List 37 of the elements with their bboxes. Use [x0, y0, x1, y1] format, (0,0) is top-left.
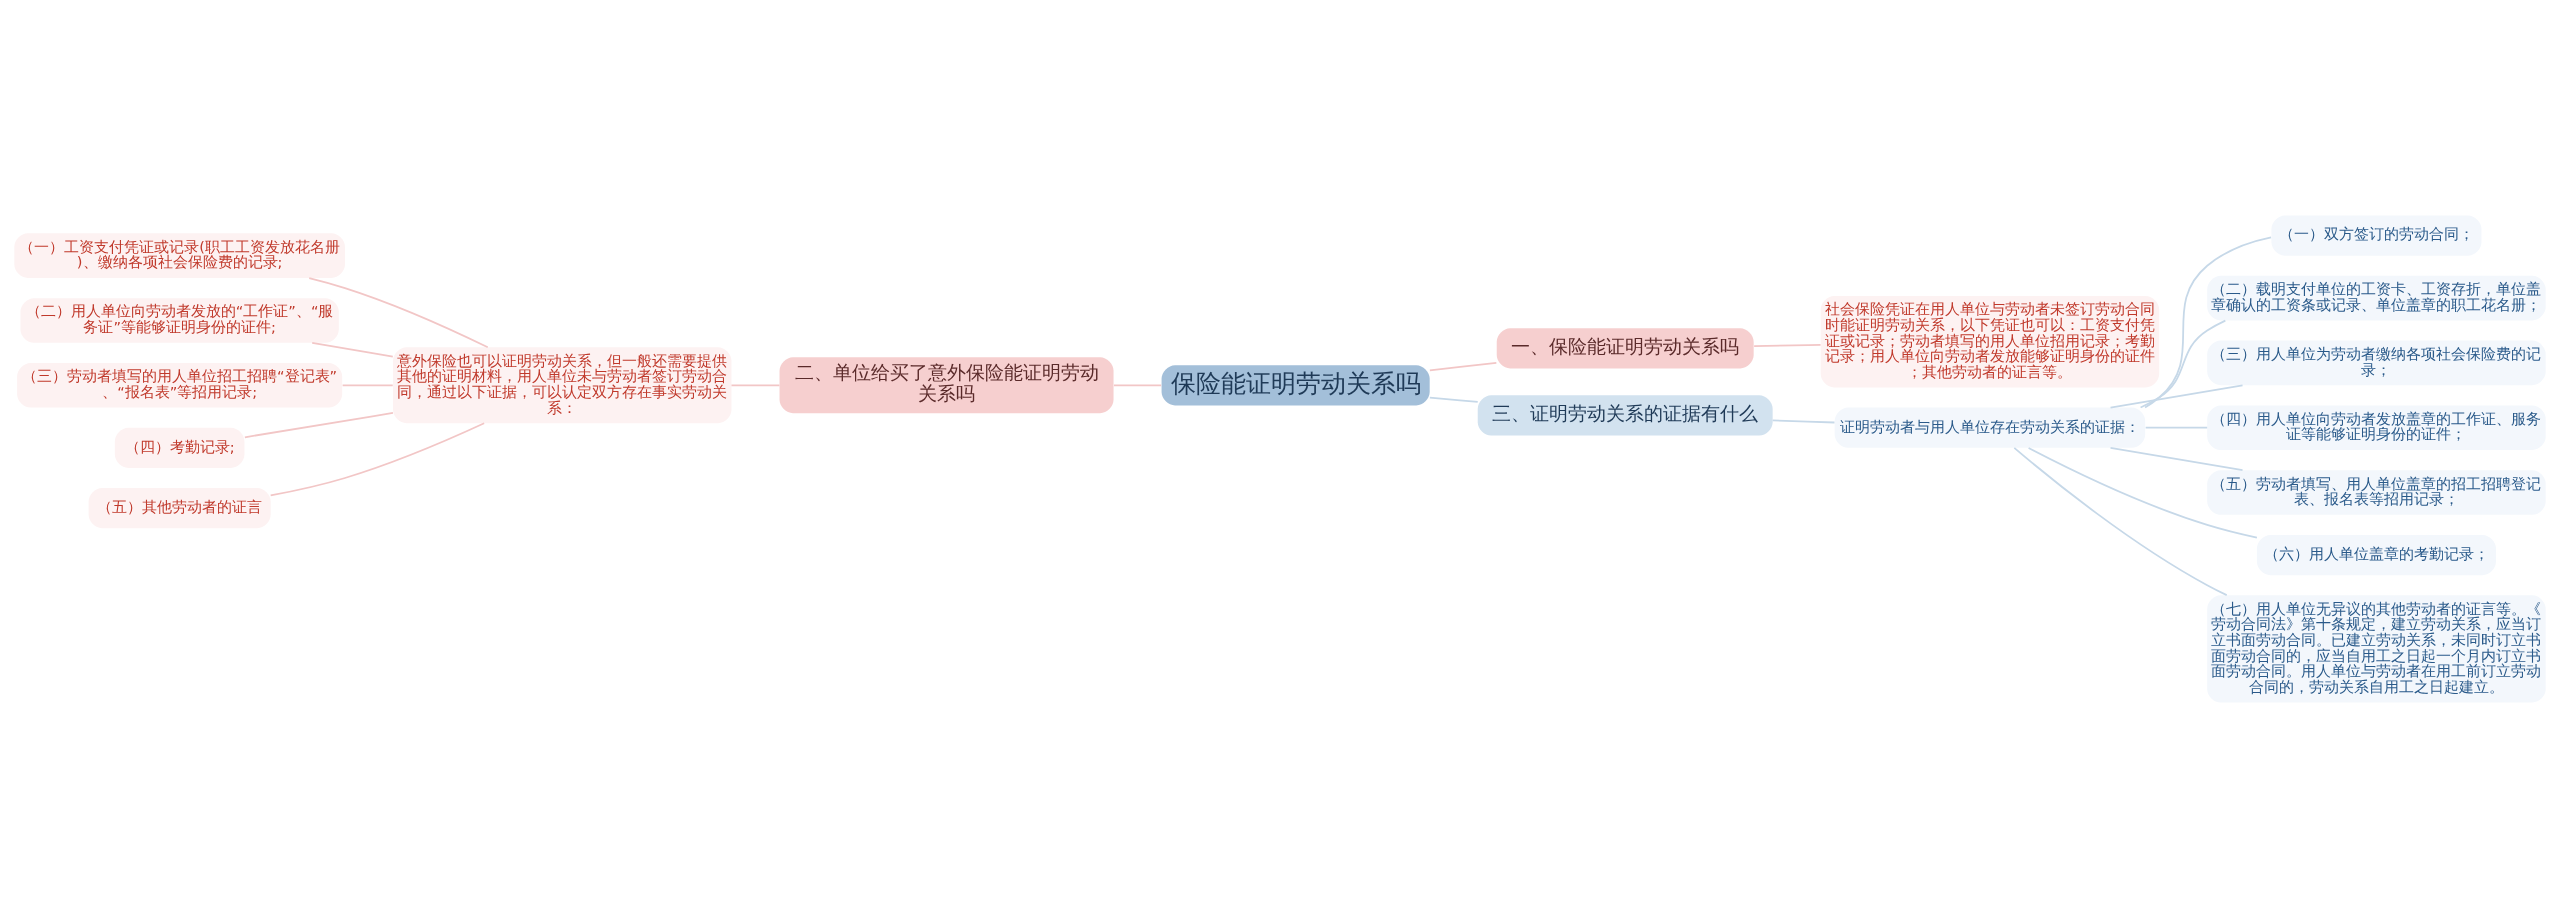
- node-box: 证明劳动者与用人单位存在劳动关系的证据：: [1834, 407, 2146, 448]
- node-box: （三）用人单位为劳动者缴纳各项社会保险费的记录；: [2207, 340, 2546, 385]
- node-box: （三）劳动者填写的用人单位招工招聘“登记表”、“报名表”等招用记录;: [17, 362, 343, 408]
- connector: [2109, 383, 2244, 408]
- node-box: （五）劳动者填写、用人单位盖章的招工招聘登记表、报名表等招用记录；: [2207, 469, 2546, 515]
- node-box: 三、证明劳动关系的证据有什么: [1477, 394, 1773, 436]
- connector: [1113, 383, 1163, 386]
- connector: [243, 411, 394, 438]
- node-box: （二）用人单位向劳动者发放的“工作证”、“服务证”等能够证明身份的证件;: [20, 297, 339, 343]
- connector: [2144, 235, 2272, 408]
- node-box: （四）考勤记录;: [114, 427, 245, 468]
- connector: [311, 341, 394, 357]
- node-box: （二）载明支付单位的工资卡、工资存折，单位盖章确认的工资条或记录、单位盖章的职工花名册；: [2207, 275, 2546, 320]
- node-box: （一）工资支付凭证或记录(职工工资发放花名册)、缴纳各项社会保险费的记录;: [14, 232, 345, 278]
- connector: [1429, 361, 1498, 371]
- connector: [2139, 319, 2227, 408]
- connector: [269, 421, 486, 496]
- connector: [2013, 446, 2228, 596]
- node-box: （五）其他劳动者的证言: [88, 487, 271, 528]
- node-box: 意外保险也可以证明劳动关系，但一般还需要提供其他的证明材料，用人单位未与劳动者签订劳动合同，通过以下证据，可以认定双方存在事实劳动关系：: [393, 346, 732, 423]
- connector: [2027, 446, 2258, 538]
- connector: [341, 383, 394, 386]
- node-box: （七）用人单位无异议的其他劳动者的证言等。《劳动合同法》第十条规定，建立劳动关系，应当订立书面劳动合同。已建立劳动关系，未同时订立书面劳动合同的，应当自用工之日起一个月内订立书面劳动合同。用人单位与劳动者在用工前订立劳动合同的，劳动关系自用工之日起建立。: [2207, 594, 2546, 703]
- connector: [2144, 426, 2209, 429]
- node-box: 二、单位给买了意外保险能证明劳动关系吗: [779, 356, 1114, 413]
- connector: [1429, 396, 1479, 403]
- node-box: 一、保险能证明劳动关系吗: [1496, 327, 1754, 368]
- node-box: 社会保险凭证在用人单位与劳动者未签订劳动合同时能证明劳动关系，以下凭证也可以：工资支付凭证或记录；劳动者填写的用人单位招用记录；考勤记录；用人单位向劳动者发放能够证明身份的证件；其他劳动者的证言等。: [1820, 295, 2160, 387]
- node-box: （一）双方签订的劳动合同；: [2271, 214, 2482, 256]
- connector: [2109, 446, 2244, 471]
- connector: [730, 383, 781, 386]
- connector: [1753, 343, 1822, 347]
- connector: [308, 276, 489, 348]
- node-box: （六）用人单位盖章的考勤记录；: [2256, 534, 2496, 575]
- node-box: 保险能证明劳动关系吗: [1161, 364, 1430, 405]
- connector: [1771, 419, 1836, 423]
- node-box: （四）用人单位向劳动者发放盖章的工作证、服务证等能够证明身份的证件；: [2207, 404, 2546, 450]
